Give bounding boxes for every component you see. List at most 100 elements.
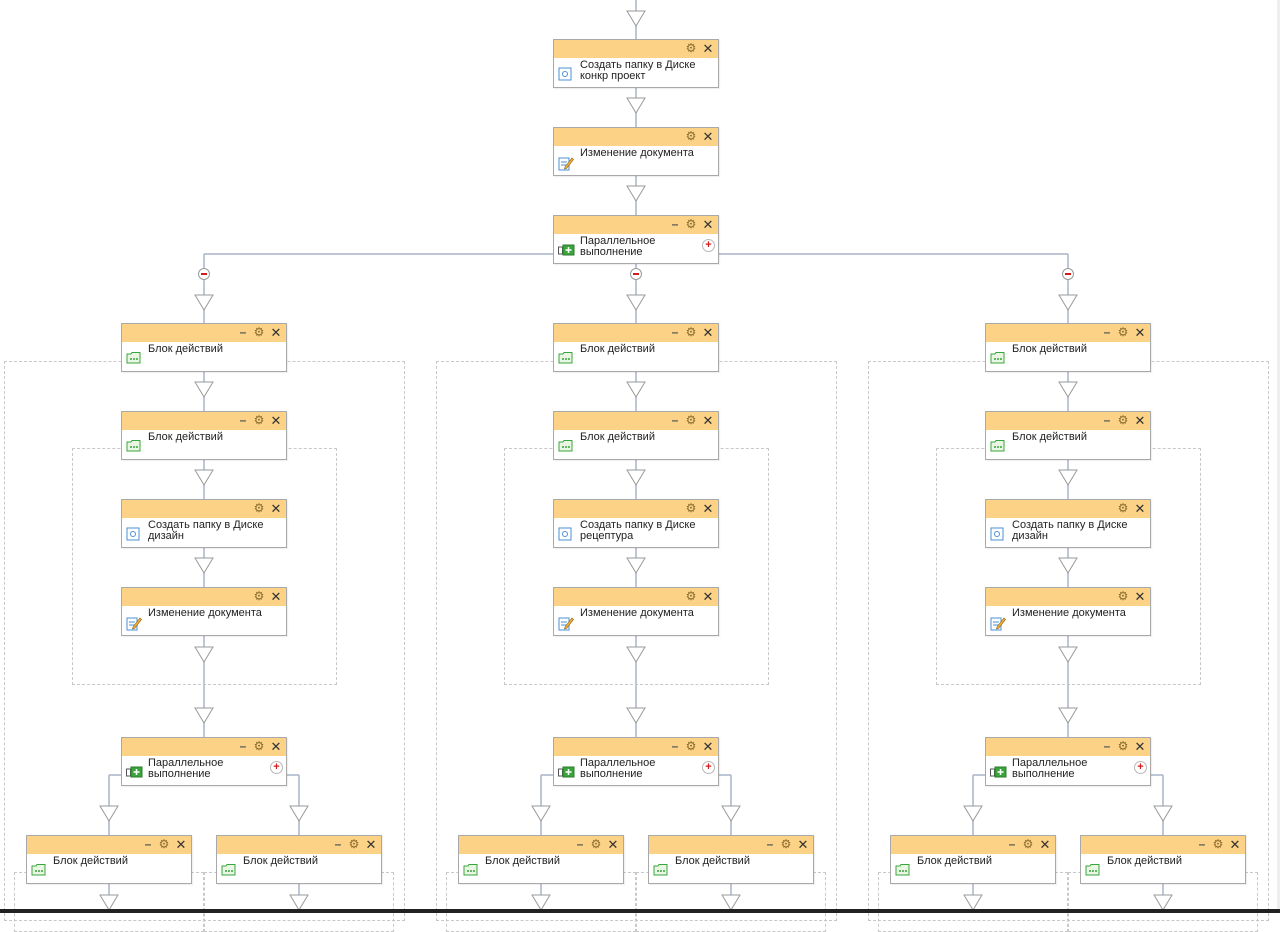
remove-branch-button[interactable] [1062,268,1074,280]
close-icon[interactable]: ✕ [1134,501,1146,516]
close-icon[interactable]: ✕ [702,501,714,516]
gear-icon[interactable]: ⚙ [1212,837,1224,851]
gear-icon[interactable]: ⚙ [685,501,697,515]
add-branch-button[interactable]: + [270,761,283,774]
minimize-icon[interactable]: – [671,739,679,753]
block-header[interactable]: –⚙ ✕ [122,324,286,342]
gear-icon[interactable]: ⚙ [1117,589,1129,603]
gear-icon[interactable]: ⚙ [685,325,697,339]
minimize-icon[interactable]: – [334,837,342,851]
block-header[interactable]: –⚙ ✕ [554,738,718,756]
close-icon[interactable]: ✕ [607,837,619,852]
block-header[interactable]: ⚙✕ [554,40,718,58]
block-header[interactable]: –⚙ ✕ [986,738,1150,756]
close-icon[interactable]: ✕ [702,739,714,754]
gear-icon[interactable]: ⚙ [780,837,792,851]
gear-icon[interactable]: ⚙ [253,325,265,339]
edit-document-block[interactable]: ⚙✕Изменение документа [553,127,719,176]
block-header[interactable]: –⚙✕ [554,324,718,342]
gear-icon[interactable]: ⚙ [1117,739,1129,753]
action-block[interactable]: –⚙✕Блок действий [26,835,192,884]
action-block[interactable]: –⚙✕Блок действий [121,411,287,460]
minimize-icon[interactable]: – [239,739,247,753]
create-folder-block[interactable]: ⚙✕Создать папку в Диске конкр проект [553,39,719,88]
minimize-icon[interactable]: – [1008,837,1016,851]
parallel-execution-block[interactable]: –⚙✕Параллельное выполнение+ [121,737,287,786]
minimize-icon[interactable]: – [239,325,247,339]
gear-icon[interactable]: ⚙ [1117,413,1129,427]
block-header[interactable]: ⚙✕ [986,500,1150,518]
close-icon[interactable]: ✕ [1134,739,1146,754]
close-icon[interactable]: ✕ [365,837,377,852]
close-icon[interactable]: ✕ [270,739,282,754]
gear-icon[interactable]: ⚙ [685,413,697,427]
block-header[interactable]: –⚙✕ [122,412,286,430]
minimize-icon[interactable]: – [1103,325,1111,339]
minimize-icon[interactable]: – [1198,837,1206,851]
gear-icon[interactable]: ⚙ [253,501,265,515]
close-icon[interactable]: ✕ [270,413,282,428]
block-header[interactable]: –⚙ ✕ [217,836,381,854]
block-header[interactable]: –⚙✕ [891,836,1055,854]
close-icon[interactable]: ✕ [702,589,714,604]
close-icon[interactable]: ✕ [1039,837,1051,852]
block-header[interactable]: ⚙✕ [122,588,286,606]
action-block[interactable]: –⚙✕Блок действий [458,835,624,884]
parallel-execution-block[interactable]: –⚙✕Параллельное выполнение+ [553,215,719,264]
minimize-icon[interactable]: – [1103,739,1111,753]
block-header[interactable]: ⚙✕ [122,500,286,518]
gear-icon[interactable]: ⚙ [158,837,170,851]
gear-icon[interactable]: ⚙ [348,837,360,851]
edit-document-block[interactable]: ⚙✕Изменение документа [121,587,287,636]
close-icon[interactable]: ✕ [1229,837,1241,852]
close-icon[interactable]: ✕ [270,501,282,516]
close-icon[interactable]: ✕ [702,129,714,144]
create-folder-block[interactable]: ⚙✕Создать папку в Диске дизайн [121,499,287,548]
gear-icon[interactable]: ⚙ [590,837,602,851]
block-header[interactable]: –⚙ ✕ [459,836,623,854]
gear-icon[interactable]: ⚙ [685,217,697,231]
action-block[interactable]: –⚙✕Блок действий [216,835,382,884]
close-icon[interactable]: ✕ [702,41,714,56]
gear-icon[interactable]: ⚙ [1117,325,1129,339]
close-icon[interactable]: ✕ [175,837,187,852]
remove-branch-button[interactable] [198,268,210,280]
parallel-execution-block[interactable]: –⚙✕Параллельное выполнение+ [985,737,1151,786]
minimize-icon[interactable]: – [576,837,584,851]
minimize-icon[interactable]: – [671,325,679,339]
parallel-execution-block[interactable]: –⚙✕Параллельное выполнение+ [553,737,719,786]
gear-icon[interactable]: ⚙ [685,739,697,753]
block-header[interactable]: ⚙✕ [554,588,718,606]
minimize-icon[interactable]: – [671,217,679,231]
edit-document-block[interactable]: ⚙✕Изменение документа [985,587,1151,636]
action-block[interactable]: –⚙✕Блок действий [985,323,1151,372]
gear-icon[interactable]: ⚙ [1117,501,1129,515]
close-icon[interactable]: ✕ [270,325,282,340]
action-block[interactable]: –⚙✕Блок действий [121,323,287,372]
action-block[interactable]: –⚙✕Блок действий [648,835,814,884]
block-header[interactable]: ⚙✕ [554,500,718,518]
create-folder-block[interactable]: ⚙✕Создать папку в Диске рецептура [553,499,719,548]
gear-icon[interactable]: ⚙ [253,739,265,753]
block-header[interactable]: –⚙ ✕ [554,216,718,234]
close-icon[interactable]: ✕ [702,217,714,232]
block-header[interactable]: ⚙✕ [554,128,718,146]
block-header[interactable]: –⚙✕ [27,836,191,854]
close-icon[interactable]: ✕ [797,837,809,852]
action-block[interactable]: –⚙✕Блок действий [553,323,719,372]
edit-document-block[interactable]: ⚙✕Изменение документа [553,587,719,636]
block-header[interactable]: –⚙ ✕ [122,738,286,756]
block-header[interactable]: –⚙ ✕ [554,412,718,430]
add-branch-button[interactable]: + [702,239,715,252]
block-header[interactable]: –⚙ ✕ [649,836,813,854]
close-icon[interactable]: ✕ [270,589,282,604]
minimize-icon[interactable]: – [671,413,679,427]
close-icon[interactable]: ✕ [702,413,714,428]
add-branch-button[interactable]: + [1134,761,1147,774]
create-folder-block[interactable]: ⚙✕Создать папку в Диске дизайн [985,499,1151,548]
close-icon[interactable]: ✕ [1134,413,1146,428]
block-header[interactable]: –⚙ ✕ [1081,836,1245,854]
add-branch-button[interactable]: + [702,761,715,774]
minimize-icon[interactable]: – [766,837,774,851]
block-header[interactable]: ⚙✕ [986,588,1150,606]
